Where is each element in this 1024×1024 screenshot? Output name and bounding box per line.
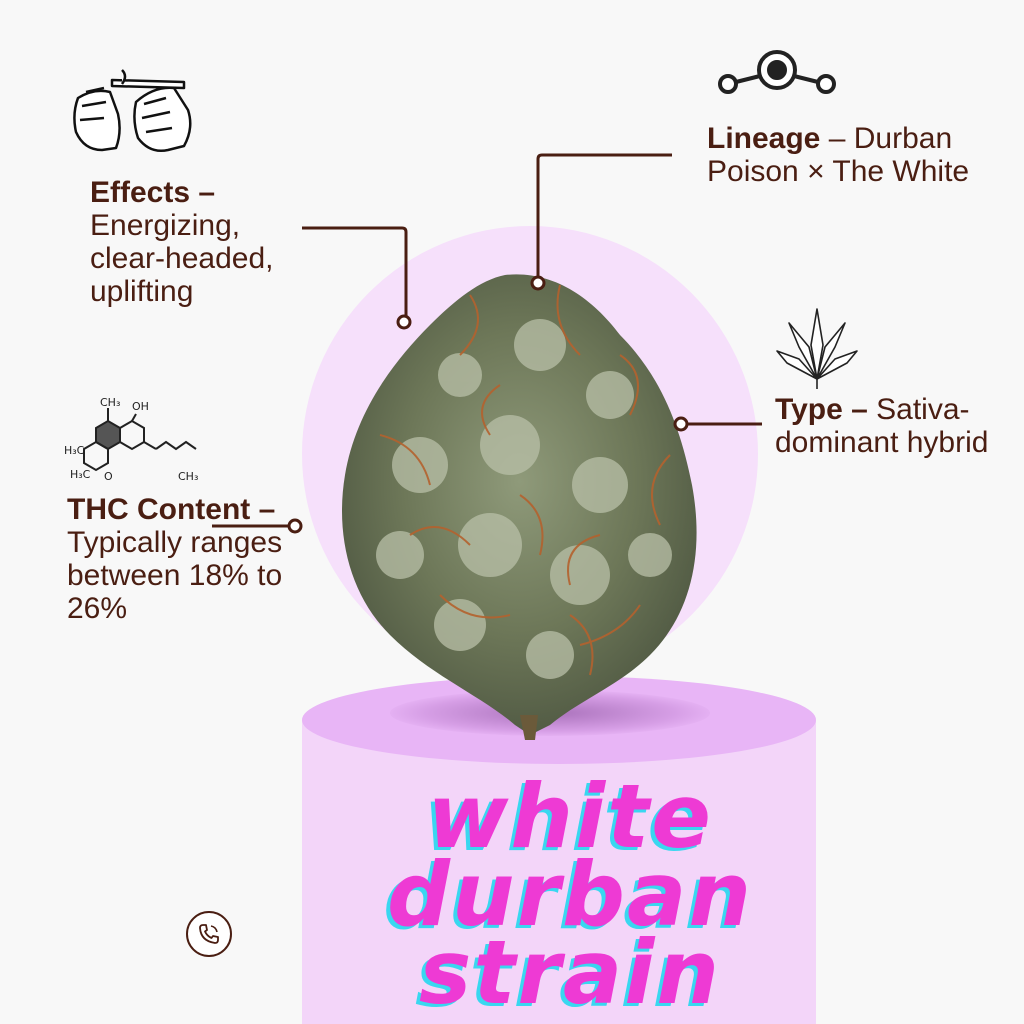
molecule-label: H₃C xyxy=(64,444,85,457)
strain-title: white durban strain xyxy=(360,765,780,1024)
title-line: white xyxy=(427,765,713,868)
thc-text: Typically ranges between 18% to 26% xyxy=(67,526,283,625)
molecule-label: O xyxy=(104,470,113,483)
thc-molecule-icon: CH₃ OH H₃C H₃C O CH₃ xyxy=(64,396,198,483)
molecule-label: CH₃ xyxy=(100,396,120,409)
type-heading: Type – xyxy=(775,393,868,426)
type-text: Sativa-dominant hybrid xyxy=(775,393,989,459)
cannabis-bud-image xyxy=(342,274,697,740)
effects-text: Energizing, clear-headed, uplifting xyxy=(90,209,274,308)
molecule-label: OH xyxy=(132,400,149,413)
thc-label: THC Content – Typically ranges between 1… xyxy=(67,493,297,625)
cannabis-leaf-icon xyxy=(776,308,858,389)
hands-rolling-joint-icon xyxy=(73,69,192,152)
lineage-text: – Durban Poison × The White xyxy=(707,122,970,188)
phone-button[interactable] xyxy=(186,911,232,957)
effects-label: Effects – Energizing, clear-headed, upli… xyxy=(90,176,310,308)
lineage-heading: Lineage xyxy=(707,122,821,155)
effects-heading: Effects – xyxy=(90,176,216,209)
molecule-label: H₃C xyxy=(70,468,91,481)
thc-heading: THC Content – xyxy=(67,493,276,526)
pedestal xyxy=(302,720,816,1024)
lineage-label: Lineage – Durban Poison × The White xyxy=(707,122,1017,188)
molecule-label: CH₃ xyxy=(178,470,198,483)
title-line: durban xyxy=(386,843,754,946)
phone-icon xyxy=(199,924,219,944)
title-line: strain xyxy=(418,921,722,1024)
type-label: Type – Sativa-dominant hybrid xyxy=(775,393,1020,459)
lineage-nodes-icon xyxy=(718,50,836,94)
